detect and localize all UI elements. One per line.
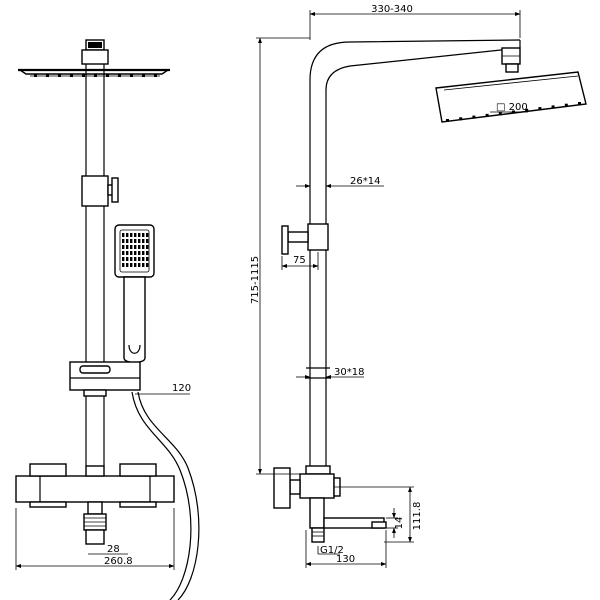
hand-nozzle — [130, 245, 133, 249]
hand-nozzle — [130, 263, 133, 267]
hand-nozzle — [138, 239, 141, 243]
hand-nozzle — [142, 239, 145, 243]
hand-nozzle — [130, 239, 133, 243]
body-width-dimension: 260.8 — [104, 556, 133, 567]
rail-section-dimension: 30*18 — [334, 367, 364, 378]
nozzle — [58, 74, 61, 77]
hand-nozzle — [134, 233, 137, 237]
side-view: 330-340 □ 200 26*14 75 715-1115 30*18 11… — [250, 4, 587, 568]
hand-nozzle — [146, 239, 149, 243]
front-mixer-body — [15, 463, 175, 508]
nozzle — [34, 74, 37, 77]
width-span-dimension: 330-340 — [371, 4, 413, 15]
front-shower-hose — [131, 391, 200, 600]
nozzle — [551, 105, 555, 109]
nozzle — [130, 74, 133, 77]
bracket-depth-dimension: 75 — [293, 255, 306, 266]
slider-section-dimension: 26*14 — [350, 176, 380, 187]
hand-nozzle — [138, 245, 141, 249]
hand-nozzle — [126, 251, 129, 255]
outlet-spacing-dimension: 28 — [107, 544, 120, 555]
front-head-connector — [81, 39, 109, 65]
nozzle — [118, 74, 121, 77]
nozzle — [106, 74, 109, 77]
side-shower-arm — [309, 39, 521, 470]
hand-nozzle — [146, 263, 149, 267]
hand-nozzle — [146, 257, 149, 261]
hand-nozzle — [146, 245, 149, 249]
nozzle — [154, 74, 157, 77]
height-range-dimension: 715-1115 — [250, 256, 261, 304]
spout-height-dimension: 14 — [394, 517, 405, 530]
inlet-height-dimension: 111.8 — [412, 502, 423, 531]
hand-shower-nozzle-grid — [122, 233, 149, 267]
hand-nozzle — [122, 251, 125, 255]
hand-nozzle — [134, 257, 137, 261]
nozzle — [472, 115, 476, 119]
hand-nozzle — [122, 233, 125, 237]
spout-length-dimension: 130 — [336, 554, 355, 565]
nozzle — [446, 119, 449, 122]
nozzle — [564, 103, 568, 107]
hand-nozzle — [142, 245, 145, 249]
hand-nozzle — [126, 257, 129, 261]
front-view: 120 28 260.8 — [15, 39, 200, 600]
nozzle — [46, 74, 49, 77]
hand-nozzle — [134, 251, 137, 255]
hand-nozzle — [122, 245, 125, 249]
hand-nozzle — [130, 257, 133, 261]
hand-nozzle — [134, 245, 137, 249]
nozzle — [459, 117, 463, 121]
hand-nozzle — [142, 251, 145, 255]
hand-nozzle — [138, 251, 141, 255]
hand-nozzle — [122, 263, 125, 267]
hand-nozzle — [126, 233, 129, 237]
nozzle — [538, 107, 542, 111]
hand-nozzle — [146, 251, 149, 255]
side-head-connector — [501, 47, 521, 73]
front-vertical-rail — [85, 64, 105, 466]
hand-nozzle — [142, 257, 145, 261]
nozzle — [94, 74, 97, 77]
hand-nozzle — [126, 239, 129, 243]
nozzle — [578, 102, 581, 105]
hand-nozzle — [134, 239, 137, 243]
nozzle — [498, 112, 502, 116]
front-hand-shower — [114, 224, 155, 364]
hose-offset-dimension: 120 — [172, 383, 191, 394]
hand-nozzle — [122, 239, 125, 243]
hand-nozzle — [126, 263, 129, 267]
front-overhead-shower-plate — [17, 68, 171, 77]
hand-nozzle — [122, 257, 125, 261]
hand-nozzle — [130, 251, 133, 255]
hand-nozzle — [138, 233, 141, 237]
hand-nozzle — [130, 233, 133, 237]
hand-nozzle — [146, 233, 149, 237]
side-slider-bracket — [281, 223, 329, 255]
nozzle — [525, 108, 529, 112]
side-overhead-shower — [435, 71, 587, 123]
nozzle — [82, 74, 85, 77]
hand-nozzle — [142, 263, 145, 267]
nozzle — [142, 74, 145, 77]
front-diverter — [81, 175, 119, 207]
side-dimension-lines — [256, 10, 528, 568]
hand-nozzle — [138, 263, 141, 267]
nozzle — [70, 74, 73, 77]
hand-nozzle — [138, 257, 141, 261]
front-shelf-holder — [69, 361, 141, 397]
nozzle — [485, 113, 489, 117]
head-size-dimension: □ 200 — [496, 102, 528, 113]
front-dimension-lines — [15, 393, 190, 570]
hand-nozzle — [134, 263, 137, 267]
front-nozzle-row — [34, 74, 157, 77]
hand-nozzle — [126, 245, 129, 249]
side-spout — [309, 497, 387, 543]
hand-nozzle — [142, 233, 145, 237]
front-bottom-outlet — [83, 501, 107, 545]
side-valve-body — [273, 465, 341, 509]
thread-dimension: G1/2 — [320, 545, 344, 556]
